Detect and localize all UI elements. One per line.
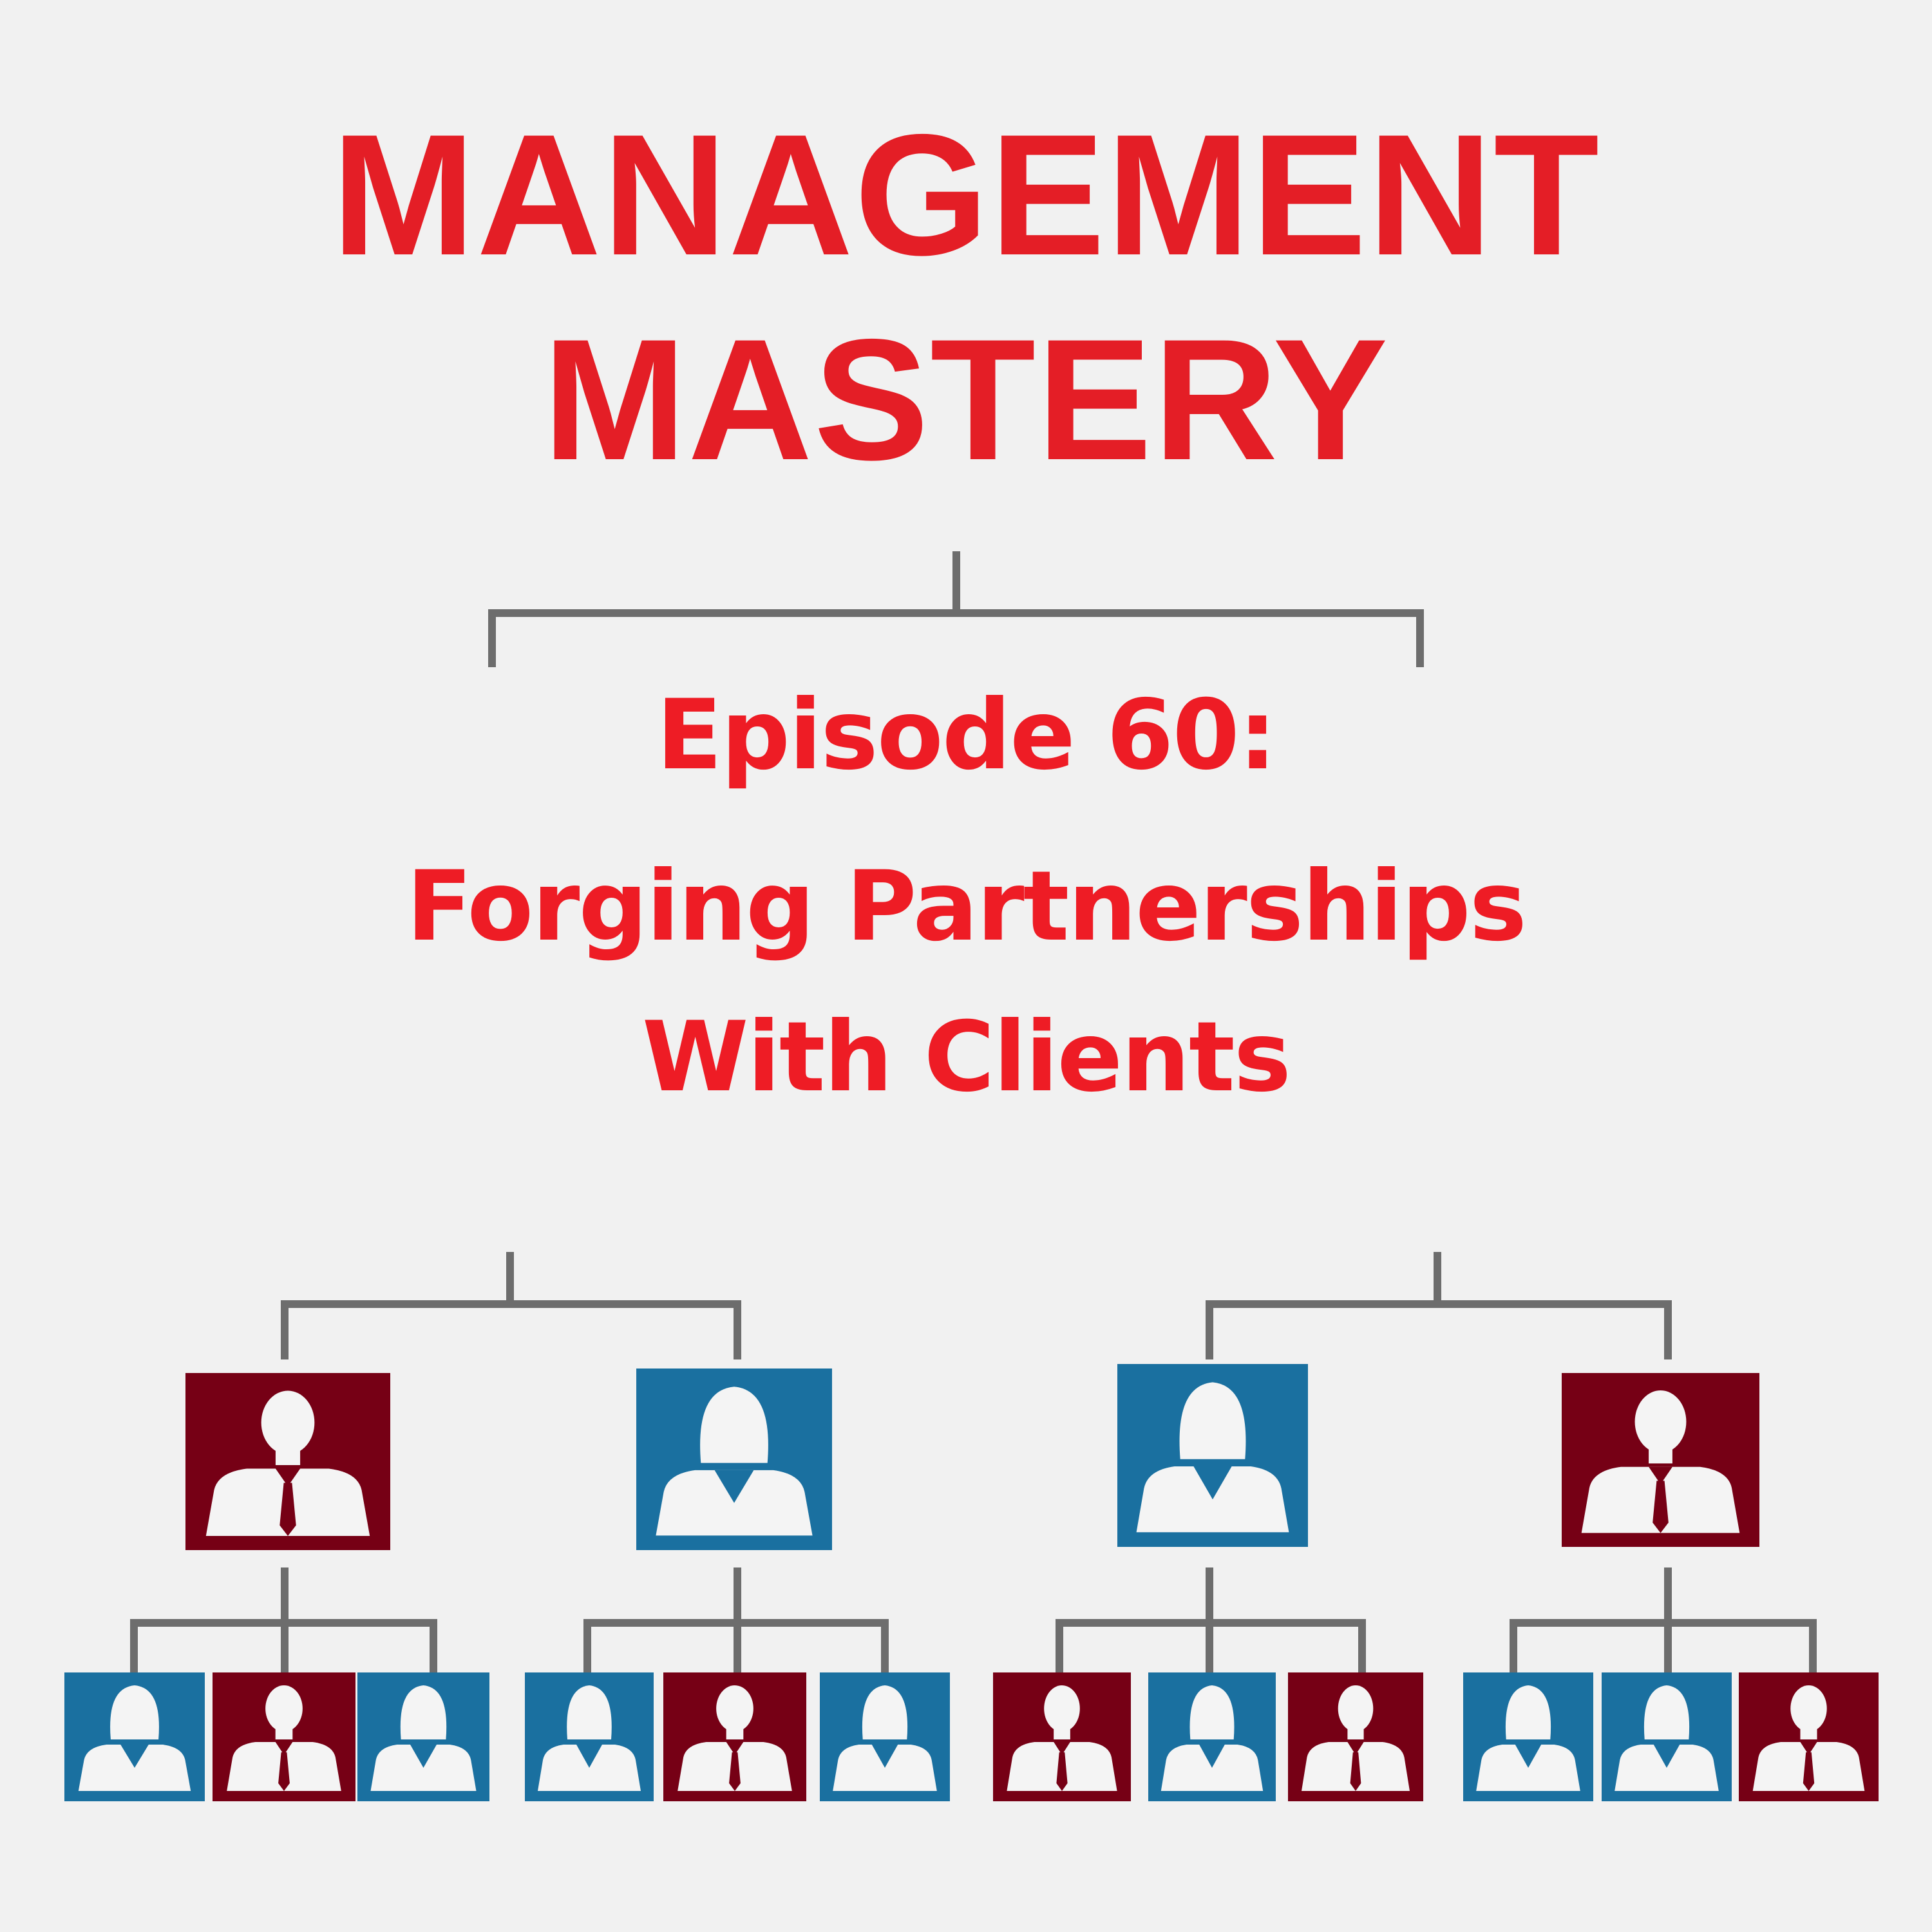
- neck-shape: [1054, 1727, 1070, 1739]
- neckline-shape: [576, 1745, 602, 1768]
- collar-shape: [1054, 1742, 1070, 1755]
- tie-shape: [1350, 1752, 1361, 1791]
- neck-shape: [726, 1727, 744, 1739]
- neckline-shape: [714, 1470, 754, 1503]
- tie-shape: [1653, 1481, 1669, 1533]
- head-shape: [708, 1396, 760, 1458]
- manager-3-female-icon: [1117, 1364, 1308, 1547]
- episode-title-line-2: With Clients: [641, 1001, 1291, 1113]
- neck-shape: [1649, 1446, 1672, 1464]
- title-line-2: MASTERY: [542, 303, 1390, 496]
- team-2-member-2-male-icon: [663, 1672, 806, 1801]
- team-2-member-1-female-icon: [525, 1672, 654, 1801]
- head-shape: [1790, 1685, 1827, 1732]
- manager-2-female-icon: [636, 1368, 832, 1550]
- neck-shape: [1347, 1727, 1364, 1739]
- neck-shape: [1800, 1727, 1817, 1739]
- team-4-member-1-female-icon: [1463, 1672, 1593, 1801]
- tie-shape: [1056, 1752, 1068, 1791]
- team-3-member-1-male-icon: [993, 1672, 1131, 1801]
- head-shape: [867, 1692, 902, 1736]
- collar-shape: [1347, 1742, 1364, 1755]
- title-line-1: MANAGEMENT: [331, 98, 1601, 291]
- collar-shape: [1800, 1742, 1817, 1755]
- head-shape: [406, 1692, 441, 1736]
- neckline-shape: [120, 1745, 149, 1768]
- team-3-member-3-male-icon: [1288, 1672, 1423, 1801]
- neckline-shape: [1653, 1745, 1680, 1768]
- neck-shape: [275, 1727, 293, 1739]
- tie-shape: [279, 1482, 296, 1536]
- head-shape: [1188, 1391, 1238, 1454]
- episode-title-line-1: Forging Partnerships: [406, 851, 1527, 963]
- head-shape: [1195, 1692, 1229, 1736]
- neckline-shape: [871, 1745, 898, 1768]
- team-3-member-2-female-icon: [1148, 1672, 1276, 1801]
- tie-shape: [278, 1752, 290, 1791]
- collar-shape: [275, 1742, 293, 1755]
- head-shape: [716, 1685, 753, 1732]
- head-shape: [1044, 1685, 1080, 1732]
- team-1-member-3-female-icon: [357, 1672, 489, 1801]
- head-shape: [116, 1692, 153, 1736]
- neck-shape: [275, 1447, 301, 1465]
- episode-number: Episode 60:: [656, 679, 1277, 791]
- team-1-member-2-male-icon: [213, 1672, 355, 1801]
- head-shape: [1649, 1692, 1684, 1736]
- collar-shape: [1649, 1466, 1672, 1484]
- head-shape: [573, 1692, 606, 1736]
- head-shape: [1634, 1390, 1687, 1454]
- collar-shape: [726, 1742, 744, 1755]
- tie-shape: [729, 1752, 741, 1791]
- head-shape: [261, 1390, 315, 1455]
- team-2-member-3-female-icon: [820, 1672, 950, 1801]
- manager-1-male-icon: [185, 1373, 390, 1550]
- team-4-member-2-female-icon: [1602, 1672, 1732, 1801]
- tie-shape: [1803, 1752, 1815, 1791]
- head-shape: [1511, 1692, 1546, 1736]
- neckline-shape: [1193, 1466, 1232, 1500]
- neckline-shape: [1515, 1745, 1542, 1768]
- neckline-shape: [1199, 1745, 1225, 1768]
- neckline-shape: [410, 1745, 437, 1768]
- collar-shape: [275, 1468, 301, 1486]
- team-1-member-1-female-icon: [64, 1672, 205, 1801]
- head-shape: [265, 1685, 303, 1732]
- manager-4-male-icon: [1562, 1373, 1759, 1547]
- team-4-member-3-male-icon: [1739, 1672, 1879, 1801]
- head-shape: [1338, 1685, 1374, 1732]
